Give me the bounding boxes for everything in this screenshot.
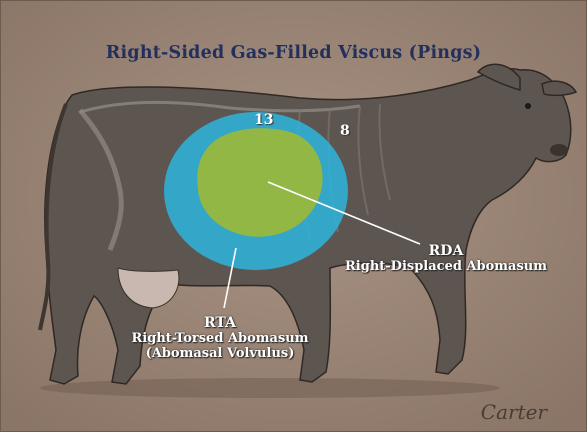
rda-abbr: RDA [316,244,576,259]
rta-line1: Right-Torsed Abomasum [90,331,350,346]
artist-signature: Carter [481,400,547,424]
rda-full: Right-Displaced Abomasum [316,259,576,274]
ground-shadow [40,378,500,398]
eye [525,103,531,109]
rta-label: RTA Right-Torsed Abomasum (Abomasal Volv… [90,316,350,361]
diagram-title: Right-Sided Gas-Filled Viscus (Pings) [0,43,587,63]
rib-label-8: 8 [340,123,350,139]
rda-label: RDA Right-Displaced Abomasum [316,244,576,274]
muzzle [550,144,568,156]
rta-line2: (Abomasal Volvulus) [90,346,350,361]
rib-label-13: 13 [254,112,273,128]
rta-abbr: RTA [90,316,350,331]
